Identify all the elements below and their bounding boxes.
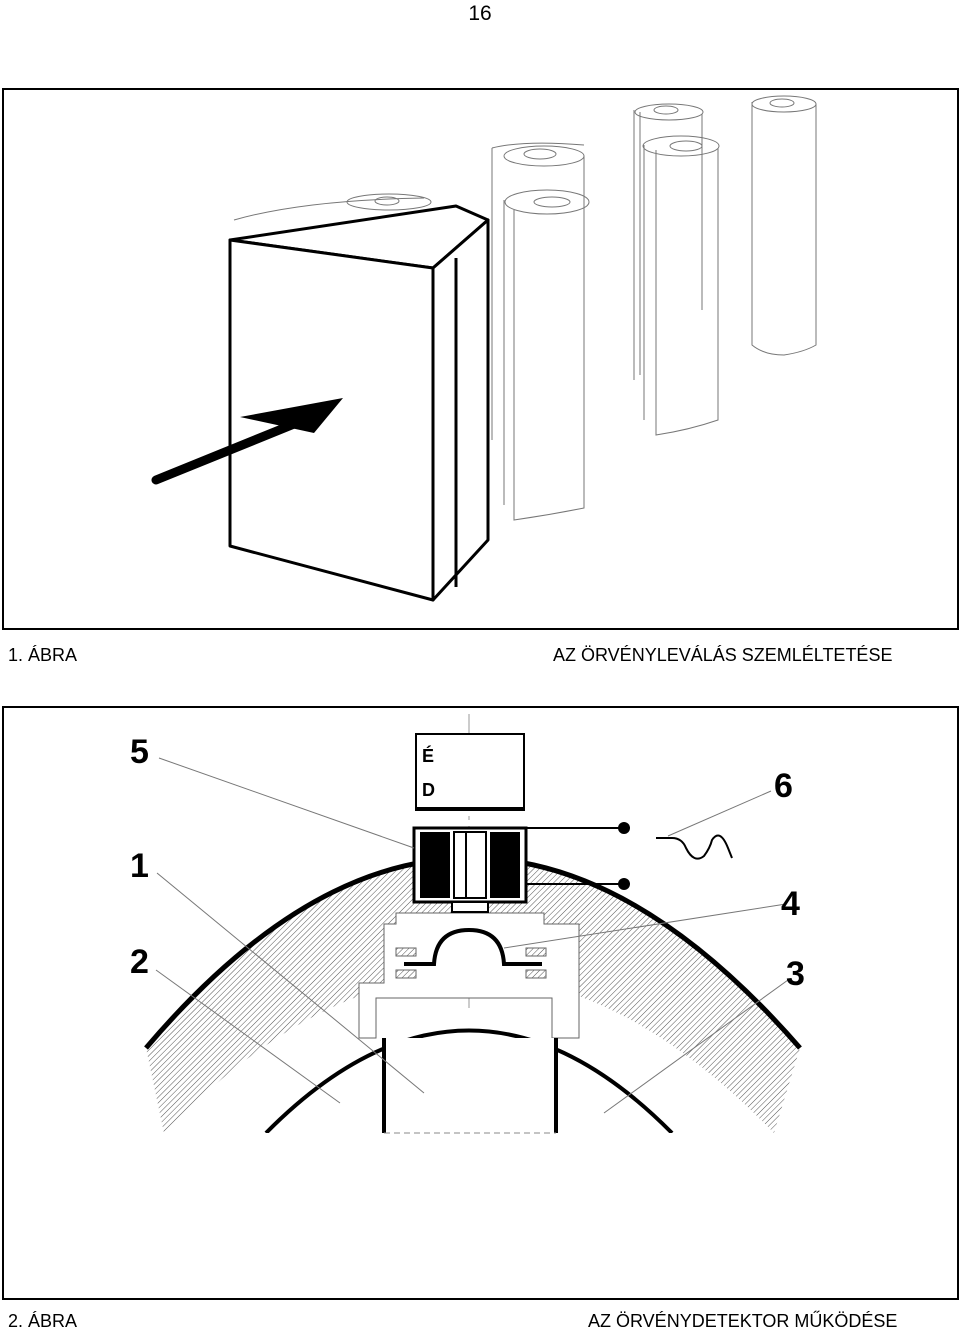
figure-2-panel: 5 1 2 6 4 3 É D [2,706,959,1300]
figure-1-panel [2,88,959,630]
magnet-pole-north: É [422,746,435,766]
vortex-detector-diagram [144,714,802,1134]
callout-6: 6 [774,767,793,805]
bluff-body [228,204,490,602]
vortex-rolls [233,95,817,521]
pickup-coil [412,826,528,913]
signal-leads [526,822,630,890]
bluff-body-strut [382,1038,558,1134]
figure-1-title: AZ ÖRVÉNYLEVÁLÁS SZEMLÉLTETÉSE [553,645,893,665]
figure-1-label: 1. ÁBRA [8,645,78,665]
diaphragm [404,927,542,966]
callout-2: 2 [130,943,149,981]
ac-signal-icon [656,834,733,860]
sensor-pocket [358,912,580,1039]
callout-5: 5 [130,733,149,771]
figure-2-label: 2. ÁBRA [8,1311,78,1331]
permanent-magnet [415,733,525,811]
leader-lines [155,757,789,1114]
flow-direction-arrow [151,398,343,485]
magnet-pole-south: D [422,780,435,800]
figure-2-title: AZ ÖRVÉNYDETEKTOR MŰKÖDÉSE [588,1311,898,1331]
callout-3: 3 [786,955,805,993]
callout-4: 4 [781,885,800,923]
page-number: 16 [468,2,492,25]
callout-1: 1 [130,847,149,885]
vortex-shedding-illustration [151,95,817,602]
